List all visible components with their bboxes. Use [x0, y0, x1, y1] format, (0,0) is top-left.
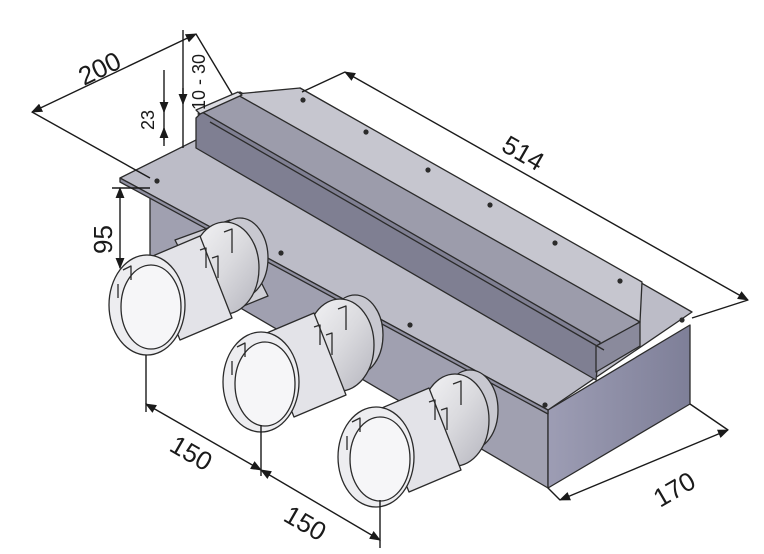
dim-spacing-1-label: 150 [165, 429, 218, 477]
outlet-pipe-1 [108, 217, 269, 356]
dim-depth-label: 170 [648, 466, 701, 514]
screw-hole [542, 402, 548, 408]
screw-hole [679, 317, 685, 323]
dim-height-label: 95 [88, 225, 118, 254]
screw-hole [425, 167, 431, 173]
screw-hole [552, 240, 558, 246]
dim-length-label: 514 [497, 129, 550, 177]
screw-hole [407, 322, 413, 328]
screw-hole [278, 250, 284, 256]
screw-hole [487, 202, 493, 208]
dim-width-label: 200 [73, 45, 125, 91]
screw-hole [154, 178, 160, 184]
screw-hole [617, 278, 623, 284]
channel-end [595, 321, 641, 373]
dim-flange-label: 23 [138, 110, 158, 130]
screw-hole [300, 97, 306, 103]
dimension-lines [30, 30, 749, 548]
screw-hole [363, 129, 369, 135]
dim-offset-label: 10 - 30 [189, 54, 209, 110]
channel-rim [195, 91, 243, 115]
